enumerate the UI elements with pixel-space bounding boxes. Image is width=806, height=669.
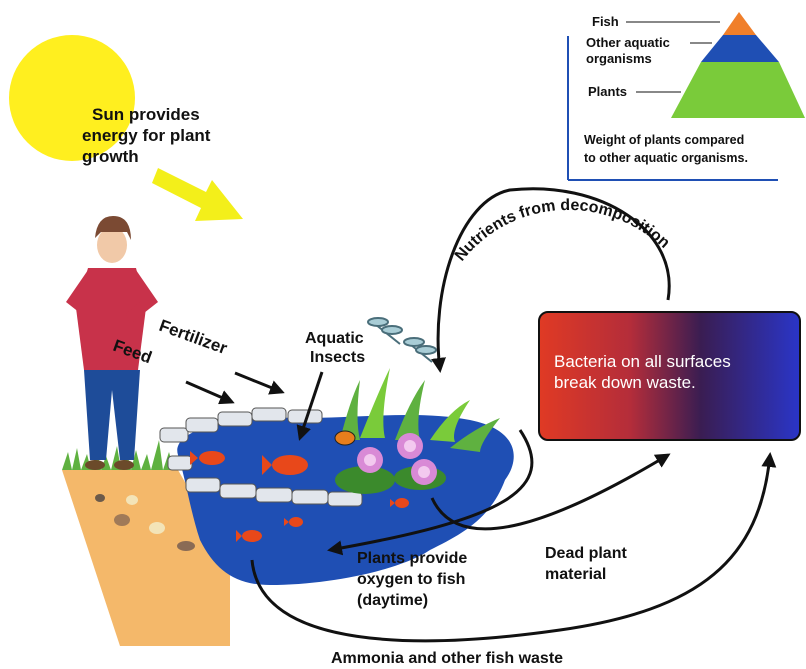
- feed-arrow: [185, 380, 235, 405]
- pyramid-fish-label: Fish: [592, 14, 619, 29]
- aquatic-insects-label: Aquatic Insects: [305, 330, 368, 366]
- pyramid-fish-level: [723, 12, 756, 35]
- bacteria-box: [538, 311, 801, 441]
- nutrients-label: Nutrients from decomposition: [452, 197, 673, 265]
- soil-cross-section: [62, 470, 230, 646]
- stone-rim: [159, 407, 363, 507]
- fish-group: [190, 451, 409, 542]
- woman-figure: [66, 216, 158, 470]
- sun-label: Sun provides energy for plant growth: [82, 105, 215, 166]
- sun-label-line-2: energy for plant: [82, 126, 211, 145]
- sun: [9, 35, 135, 161]
- nutrients-arrow: [431, 187, 671, 373]
- aquatic-plants: [335, 368, 500, 494]
- flow-arrows: [185, 187, 777, 643]
- oxygen-arrow: [327, 429, 534, 556]
- sun-label-line-3: growth: [82, 147, 139, 166]
- pyramid-plants-level: [671, 62, 805, 118]
- pyramid-plants-label: Plants: [588, 84, 627, 99]
- insects-arrow: [296, 371, 324, 441]
- ammonia-label: Ammonia and other fish waste: [331, 650, 563, 667]
- ammonia-arrow: [250, 452, 777, 643]
- pyramid-caption: Weight of plants compared to other aquat…: [584, 133, 748, 165]
- sun-arrow: [152, 168, 243, 221]
- plants-oxygen-label: Plants provide oxygen to fish (daytime): [357, 550, 472, 609]
- bacteria-label: Bacteria on all surfaces break down wast…: [554, 352, 735, 392]
- pyramid-other-label: Other aquatic organisms: [586, 35, 673, 66]
- fertilizer-arrow: [234, 371, 285, 395]
- dead-plant-arrow: [430, 453, 671, 531]
- sun-label-line-1: Sun provides: [92, 105, 200, 124]
- fertilizer-label: Fertilizer: [157, 316, 230, 358]
- dragonflies: [367, 317, 437, 363]
- pyramid-other-level: [701, 35, 779, 62]
- dead-plant-label: Dead plant material: [545, 545, 631, 583]
- pyramid-legend: Fish Other aquatic organisms Plants Weig…: [567, 12, 805, 181]
- water-beetle: [334, 430, 356, 446]
